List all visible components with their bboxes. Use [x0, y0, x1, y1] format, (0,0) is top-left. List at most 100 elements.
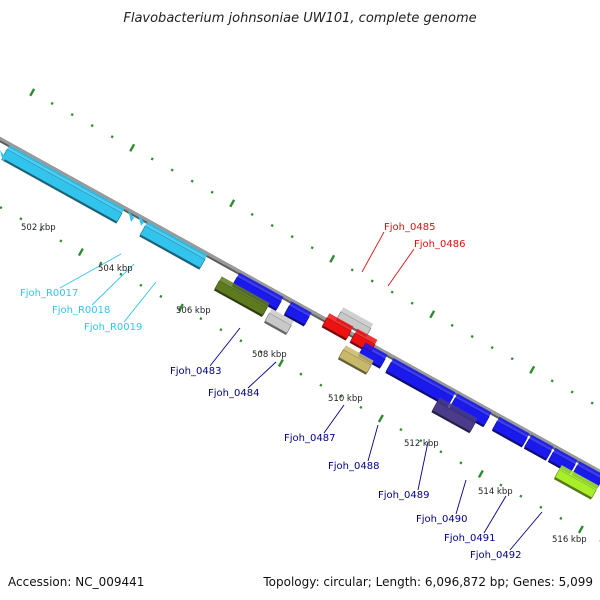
- tick-mark: [199, 317, 203, 321]
- tick-mark: [470, 334, 474, 339]
- tick-mark: [590, 401, 594, 405]
- tick-mark: [329, 254, 336, 263]
- gene-lime: [553, 465, 599, 500]
- tick-mark: [299, 372, 303, 376]
- tick-mark: [239, 339, 243, 343]
- tick-mark: [519, 494, 523, 498]
- tick-mark: [310, 246, 314, 250]
- leader-line: [247, 361, 277, 389]
- leader-line: [417, 441, 429, 491]
- leader-line: [455, 479, 467, 515]
- tick-mark: [77, 247, 84, 257]
- gene-0485: [321, 313, 354, 341]
- gene-label: Fjoh_0488: [328, 461, 379, 472]
- tick-mark: [129, 143, 136, 152]
- tick-mark: [439, 450, 443, 454]
- gene-label: Fjoh_0490: [416, 514, 467, 525]
- kbp-label: 502 kbp: [21, 223, 56, 233]
- tick-mark: [170, 168, 174, 172]
- tick-mark: [539, 505, 543, 509]
- leader-line: [209, 327, 241, 367]
- tick-mark: [377, 414, 384, 423]
- rna-arrow: [138, 214, 144, 226]
- tick-mark: [450, 323, 454, 327]
- gene-label: Fjoh_0487: [284, 433, 335, 444]
- tick-mark: [529, 365, 536, 374]
- gene-0483: [213, 276, 270, 317]
- gene-label: Fjoh_0489: [378, 490, 429, 501]
- tick-mark: [190, 179, 194, 183]
- tick-mark: [50, 101, 54, 106]
- gene-label: Fjoh_0483: [170, 366, 221, 377]
- leader-line: [483, 495, 507, 534]
- tick-mark: [459, 461, 463, 465]
- gene-rna-block: [1, 145, 125, 224]
- leader-line: [509, 511, 543, 551]
- tick-mark: [229, 199, 236, 208]
- tick-mark: [499, 483, 503, 487]
- genome-summary-text: Topology: circular; Length: 6,096,872 bp…: [262, 575, 593, 589]
- gene-label: Fjoh_R0019: [84, 322, 142, 333]
- tick-mark: [559, 516, 563, 520]
- tick-mark: [219, 328, 223, 332]
- tick-mark: [319, 383, 323, 387]
- gene-label: Fjoh_0491: [444, 533, 495, 544]
- tick-mark: [550, 379, 554, 383]
- tick-mark: [477, 469, 484, 479]
- tick-mark: [339, 394, 343, 398]
- tick-mark: [29, 88, 36, 97]
- tick-mark: [0, 206, 3, 210]
- tick-mark: [177, 303, 184, 312]
- kbp-label: 508 kbp: [252, 350, 287, 360]
- tick-mark: [110, 135, 114, 139]
- tick-mark: [259, 350, 263, 354]
- kbp-label: 516 kbp: [552, 535, 587, 545]
- gene-0487: [337, 345, 374, 375]
- gene-features: [0, 145, 600, 500]
- tick-mark: [577, 525, 584, 534]
- tick-mark: [59, 239, 63, 243]
- tick-mark: [150, 157, 154, 161]
- rna-arrow: [128, 210, 134, 222]
- tick-mark: [159, 294, 163, 299]
- gene-label: Fjoh_R0017: [20, 288, 78, 299]
- leader-line: [123, 281, 157, 323]
- leader-line: [59, 253, 122, 289]
- label-leader-lines: [59, 231, 543, 551]
- gene-label: Fjoh_0492: [470, 550, 521, 561]
- gene-0484: [264, 308, 294, 335]
- gene-0489: [431, 397, 478, 434]
- leader-line: [361, 231, 385, 273]
- kbp-label: 504 kbp: [98, 264, 133, 274]
- tick-mark: [350, 268, 354, 272]
- gene-0490: [491, 416, 530, 448]
- tick-mark: [277, 358, 284, 368]
- rna-arrow: [0, 150, 6, 162]
- tick-mark: [510, 357, 514, 361]
- tick-mark: [210, 190, 214, 194]
- gene-label: Fjoh_0484: [208, 388, 259, 399]
- tick-mark: [359, 405, 363, 409]
- kbp-label: 512 kbp: [404, 439, 439, 449]
- accession-text: Accession: NC_009441: [8, 575, 144, 589]
- tick-mark: [490, 345, 494, 350]
- gene-0491: [523, 434, 554, 461]
- leader-line: [323, 404, 345, 434]
- tick-mark: [370, 279, 374, 283]
- tick-mark: [399, 428, 403, 432]
- tick-mark: [70, 112, 74, 117]
- tick-mark: [39, 228, 43, 232]
- tick-mark: [119, 272, 123, 276]
- tick-mark: [90, 124, 94, 128]
- tick-mark: [270, 223, 274, 228]
- map-title: Flavobacterium johnsoniae UW101, complet…: [123, 11, 476, 26]
- gene-label: Fjoh_0485: [384, 222, 435, 233]
- tick-mark: [390, 290, 394, 294]
- tick-mark: [290, 235, 294, 239]
- tick-mark: [410, 301, 414, 305]
- gene-label: Fjoh_R0018: [52, 305, 110, 316]
- leader-line: [91, 263, 135, 306]
- gene-label: Fjoh_0486: [414, 239, 465, 250]
- tick-mark: [570, 390, 574, 394]
- tick-mark: [99, 261, 103, 265]
